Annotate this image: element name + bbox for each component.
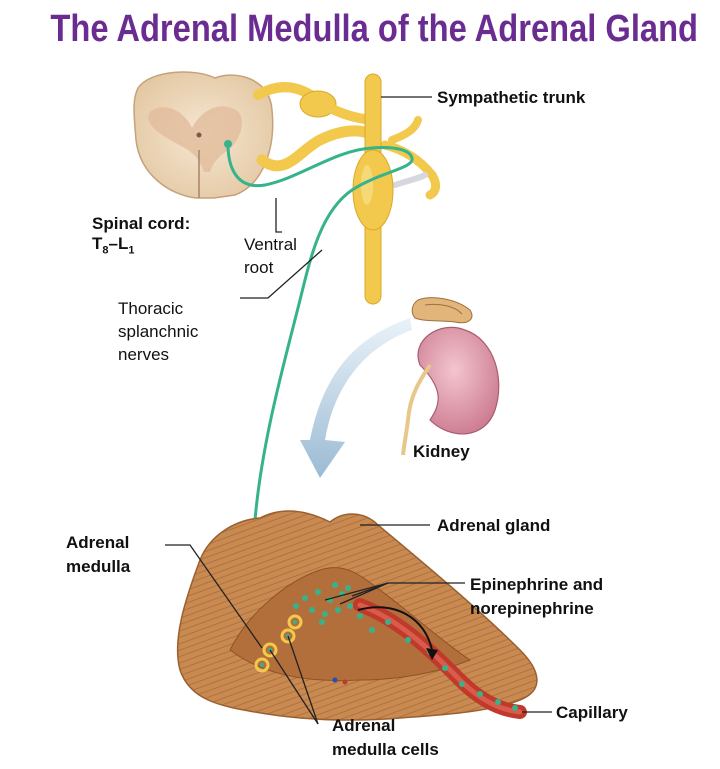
- preganglionic-fiber: [226, 143, 414, 651]
- release-arrow-head: [426, 648, 438, 660]
- release-arrow: [357, 606, 433, 651]
- capillary-label: Capillary: [556, 703, 628, 722]
- epinephrine-dot: [322, 611, 328, 617]
- ventral-root-label: Ventral root: [244, 235, 297, 277]
- kidney-label: Kidney: [413, 442, 470, 461]
- epinephrine-dot: [512, 705, 518, 711]
- epinephrine-dot: [442, 665, 448, 671]
- epinephrine-dot: [405, 637, 411, 643]
- adrenal-medulla-cells-label: Adrenal medulla cells: [332, 716, 439, 759]
- adrenal-medulla-label: Adrenal medulla: [66, 533, 131, 576]
- epinephrine-dot: [315, 589, 321, 595]
- epinephrine-dot: [477, 691, 483, 697]
- kidney: [401, 297, 500, 456]
- spinal-cord: [133, 71, 274, 199]
- epinephrine-label: Epinephrine and norepinephrine: [470, 575, 604, 618]
- adrenal-medulla-cells: [254, 614, 303, 673]
- sympathetic-trunk-label: Sympathetic trunk: [437, 88, 586, 107]
- magnify-arrow: [300, 318, 412, 478]
- sympathetic-trunk: [352, 73, 394, 305]
- epinephrine-dot: [369, 627, 375, 633]
- epinephrine-dot: [293, 603, 299, 609]
- adrenal-gland-label: Adrenal gland: [437, 516, 551, 535]
- epinephrine-molecules: [293, 582, 518, 711]
- epinephrine-dot: [495, 699, 501, 705]
- page-title: The Adrenal Medulla of the Adrenal Gland: [50, 8, 699, 50]
- epinephrine-dot: [345, 585, 351, 591]
- epinephrine-dot: [335, 607, 341, 613]
- epinephrine-dot: [459, 681, 465, 687]
- epinephrine-dot: [385, 619, 391, 625]
- epinephrine-dot: [309, 607, 315, 613]
- epinephrine-dot: [332, 582, 338, 588]
- leader-lines: [165, 96, 552, 725]
- spinal-cord-label: Spinal cord: T8–L1: [92, 214, 191, 257]
- thoracic-splanchnic-label: Thoracic splanchnic nerves: [118, 299, 199, 364]
- epinephrine-dot: [357, 613, 363, 619]
- epinephrine-dot: [302, 595, 308, 601]
- epinephrine-dot: [319, 619, 325, 625]
- epinephrine-dot: [347, 603, 353, 609]
